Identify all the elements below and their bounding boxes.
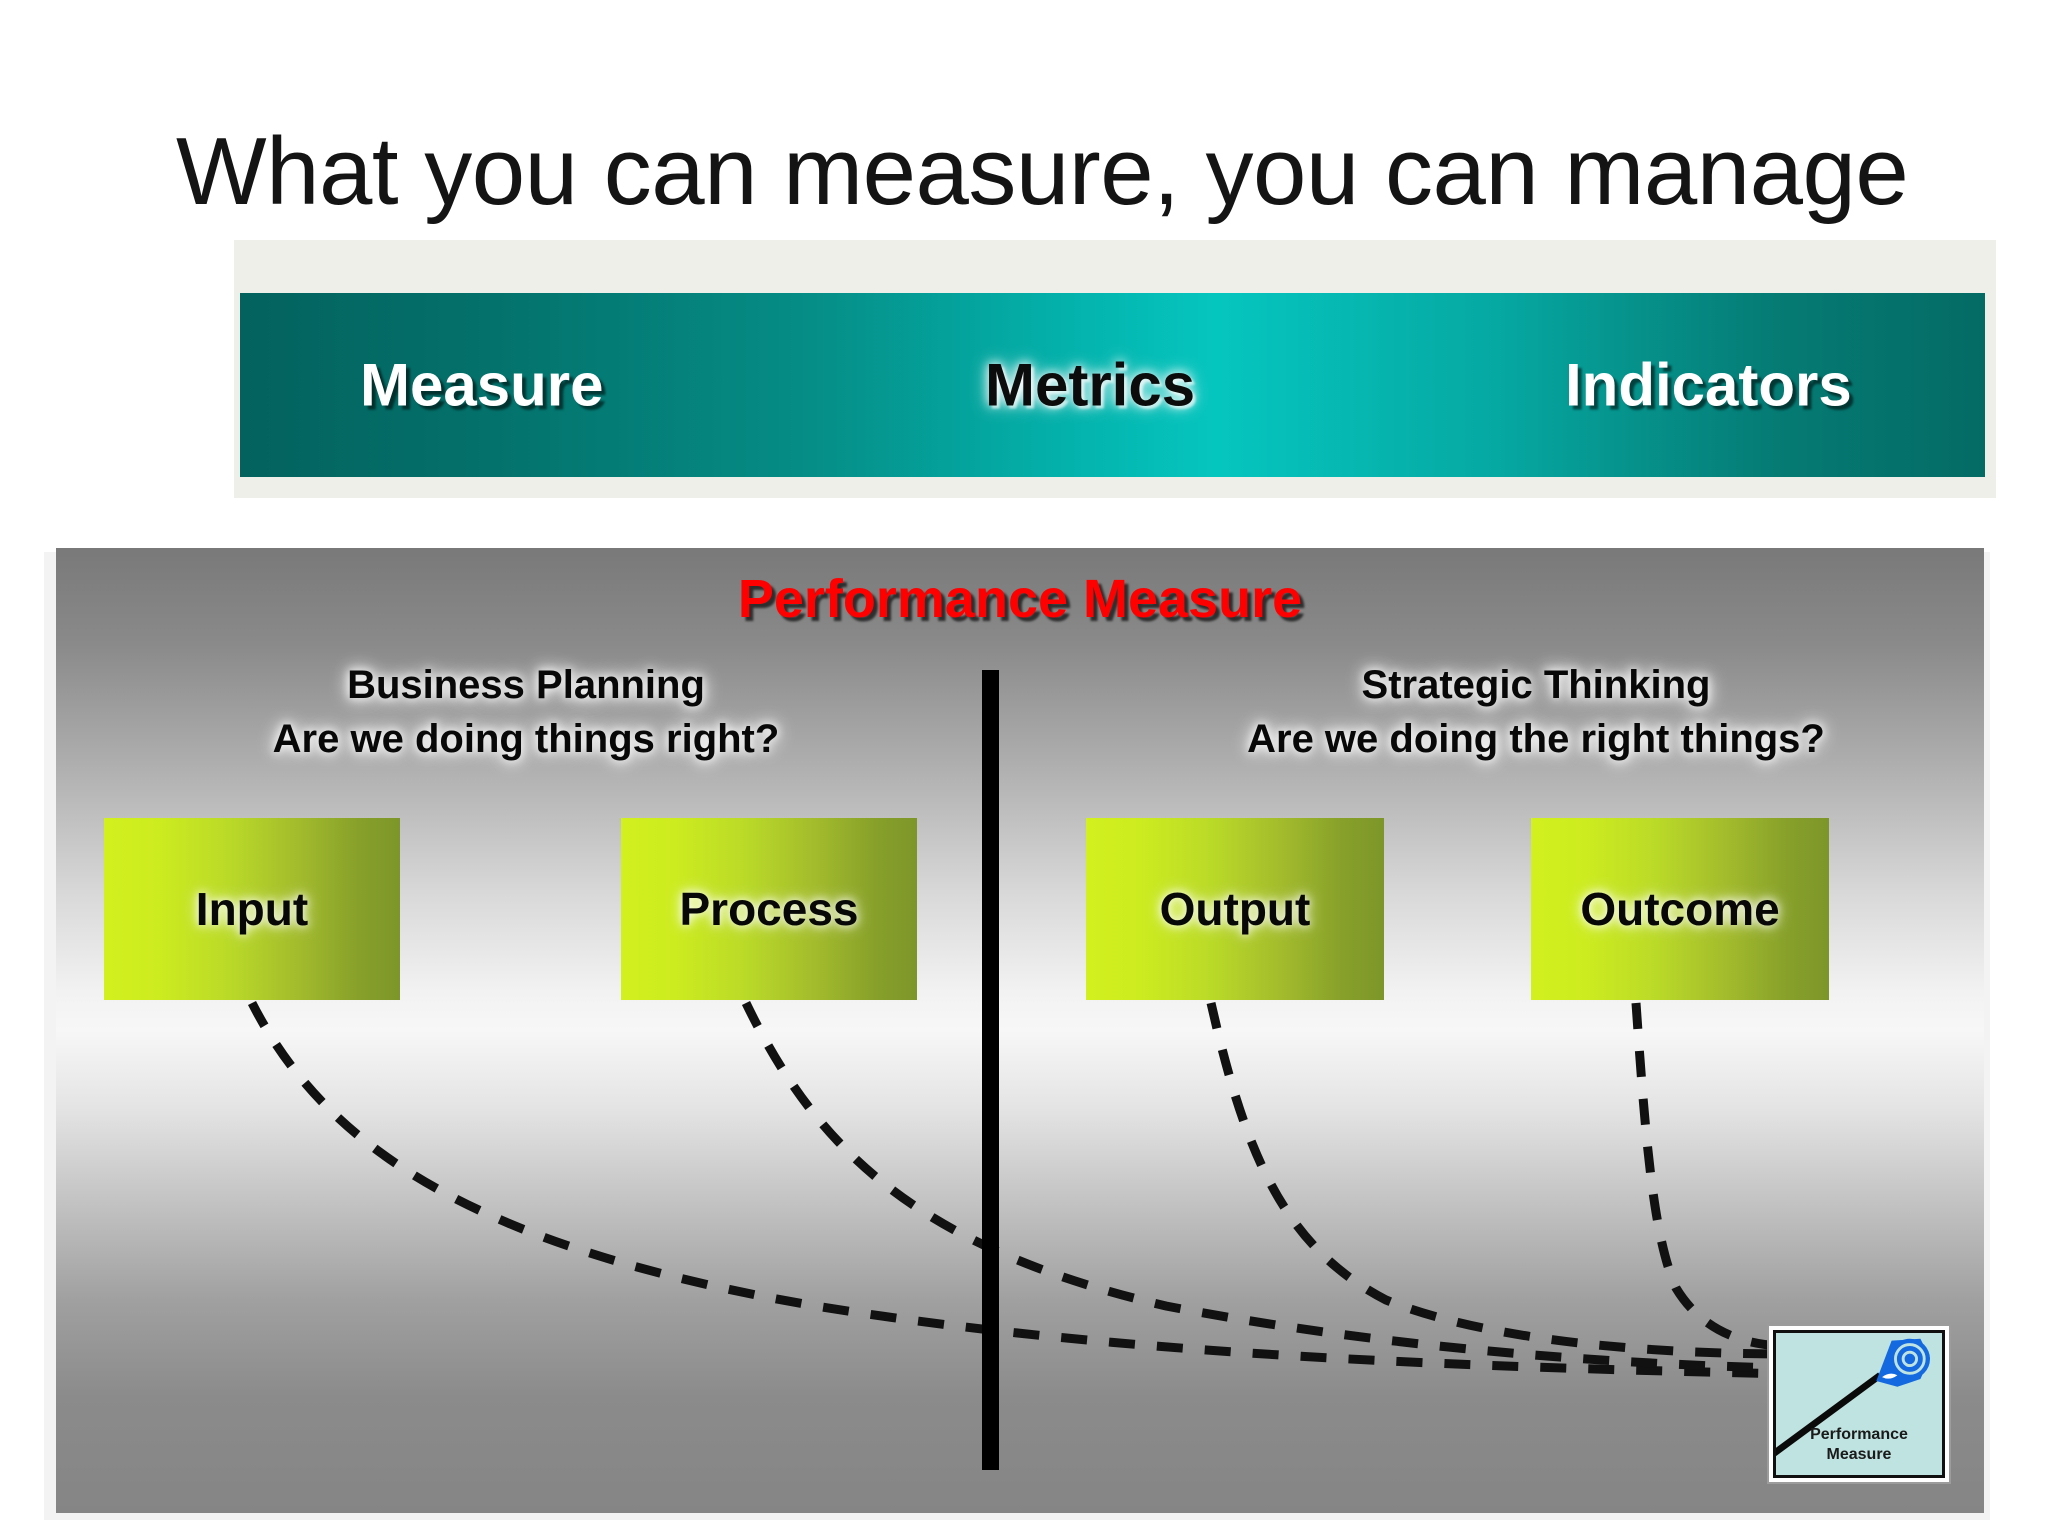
clipart-caption-line2: Measure bbox=[1826, 1446, 1892, 1463]
column-heading-right-title: Strategic Thinking bbox=[1361, 663, 1711, 707]
box-output-label: Output bbox=[1159, 883, 1311, 935]
box-process-label: Process bbox=[679, 883, 859, 935]
box-output[interactable]: Output bbox=[1086, 818, 1384, 1000]
connector-process bbox=[741, 1001, 1790, 1373]
terminology-banner: Measure Metrics Indicators bbox=[240, 293, 1985, 477]
column-heading-left-title: Business Planning bbox=[347, 663, 705, 707]
connector-output bbox=[1206, 1002, 1790, 1359]
performance-measure-panel: Performance Measure Business Planning Ar… bbox=[56, 548, 1984, 1513]
banner-label-measure: Measure bbox=[360, 351, 604, 419]
column-heading-left: Business Planning Are we doing things ri… bbox=[126, 658, 926, 766]
column-heading-right-question: Are we doing the right things? bbox=[1247, 717, 1825, 761]
column-heading-right: Strategic Thinking Are we doing the righ… bbox=[1136, 658, 1936, 766]
panel-heading: Performance Measure bbox=[737, 569, 1303, 629]
box-outcome-label: Outcome bbox=[1580, 883, 1780, 935]
banner-label-indicators: Indicators bbox=[1565, 351, 1852, 419]
clipart-frame: Performance Measure bbox=[1773, 1330, 1945, 1478]
connector-input bbox=[247, 1000, 1790, 1379]
column-heading-left-question: Are we doing things right? bbox=[272, 717, 780, 761]
connector-outcome bbox=[1631, 1002, 1790, 1351]
box-input[interactable]: Input bbox=[104, 818, 400, 1000]
clipart-caption-line1: Performance bbox=[1810, 1426, 1908, 1443]
page-title: What you can measure, you can manage bbox=[176, 118, 1909, 225]
performance-measure-clipart: Performance Measure bbox=[1767, 1324, 1951, 1484]
gauge-arrow-icon bbox=[1776, 1338, 1930, 1457]
box-input-label: Input bbox=[195, 883, 309, 935]
vertical-divider bbox=[982, 670, 999, 1470]
banner-label-metrics: Metrics bbox=[985, 351, 1196, 419]
clipart-caption: Performance Measure bbox=[1776, 1425, 1942, 1465]
box-process[interactable]: Process bbox=[621, 818, 917, 1000]
box-outcome[interactable]: Outcome bbox=[1531, 818, 1829, 1000]
